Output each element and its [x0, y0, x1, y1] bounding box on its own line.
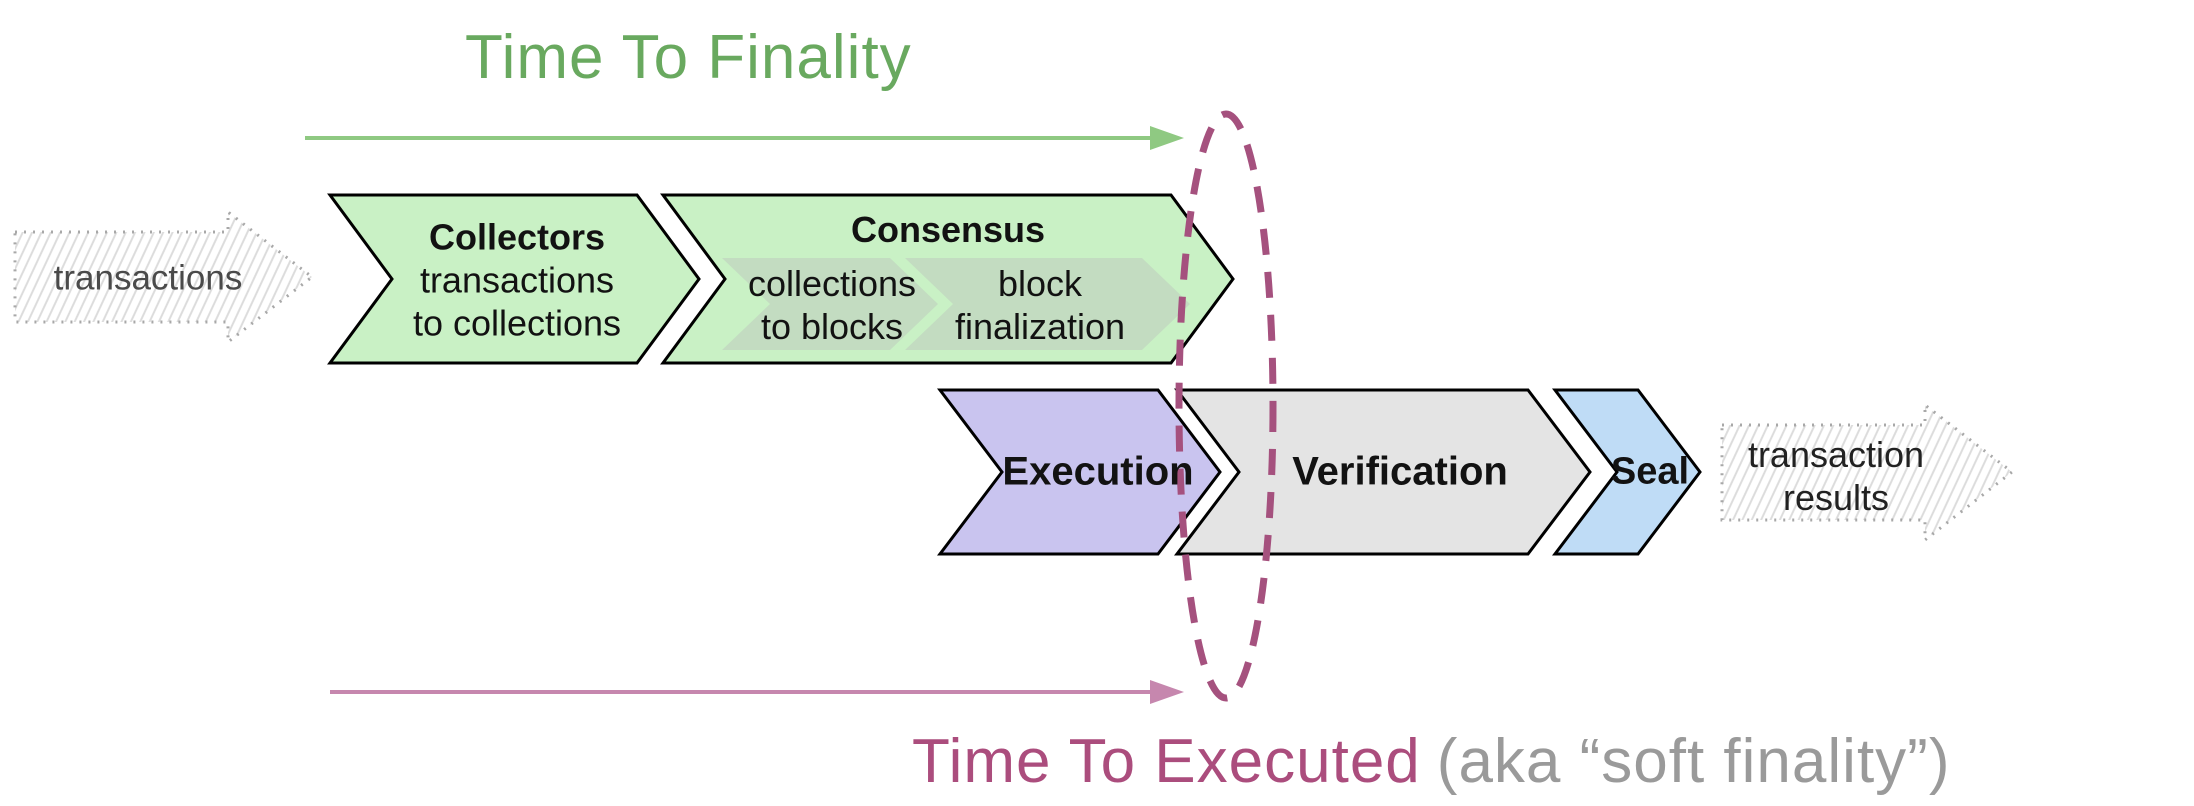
verification-chevron — [1173, 388, 1592, 556]
block-finalization-line2: finalization — [954, 306, 1126, 347]
collections-to-blocks-label: collections to blocks — [748, 262, 916, 348]
time-to-finality-title: Time To Finality — [465, 23, 912, 92]
transaction-results-arrow-label: transaction results — [1748, 433, 1924, 519]
executed-arrow-head — [1150, 680, 1184, 704]
collectors-title: Collectors — [428, 216, 606, 258]
soft-finality-ellipse — [1175, 110, 1277, 702]
block-finalization-label: block finalization — [955, 262, 1125, 348]
consensus-title: Consensus — [850, 209, 1046, 250]
transactions-arrow-label: transactions — [53, 258, 243, 298]
collections-to-blocks-subchevron — [722, 258, 938, 350]
verification-title: Verification — [1292, 449, 1508, 494]
collectors-desc-line2: to collections — [412, 302, 622, 344]
collectors-label: Collectors transactions to collections — [413, 216, 621, 345]
transactions-input-arrow — [13, 208, 315, 346]
transaction-results-arrow — [1720, 401, 2015, 544]
time-to-executed-highlight: Time To Executed — [912, 727, 1421, 796]
finality-arrow-head — [1150, 126, 1184, 150]
soft-finality-note: (aka “soft finality”) — [1436, 727, 1951, 796]
transaction-results-line2: results — [1782, 477, 1890, 518]
collections-to-blocks-line1: collections — [747, 263, 917, 304]
collections-to-blocks-line2: to blocks — [760, 306, 904, 347]
finality-timeline-arrow — [305, 126, 1184, 150]
execution-chevron — [936, 388, 1222, 556]
seal-chevron — [1551, 388, 1702, 556]
time-to-executed-title: Time To Executed(aka “soft finality”) — [912, 726, 1950, 797]
seal-title: Seal — [1610, 450, 1690, 493]
block-finalization-line1: block — [997, 263, 1083, 304]
collectors-desc-line1: transactions — [419, 259, 615, 301]
transaction-results-line1: transaction — [1747, 434, 1925, 475]
collectors-chevron — [327, 193, 701, 365]
executed-timeline-arrow — [330, 680, 1184, 704]
block-finalization-subchevron — [905, 258, 1190, 350]
execution-title: Execution — [1002, 449, 1194, 494]
